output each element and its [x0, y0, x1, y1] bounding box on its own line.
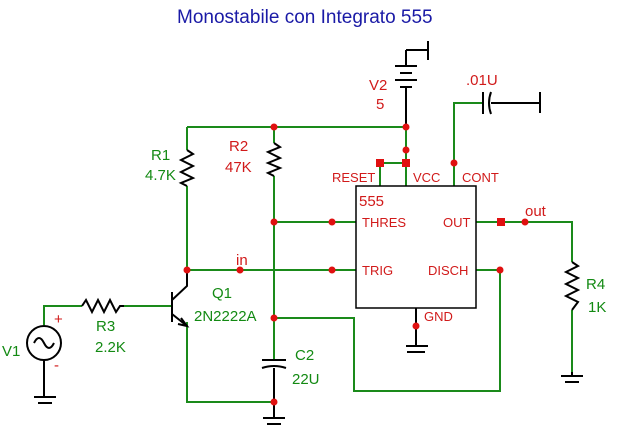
cont-cap-value: .01U [466, 72, 498, 89]
v2-battery [395, 65, 417, 95]
pin-out-label: OUT [443, 215, 471, 230]
net-out-label: out [525, 203, 547, 220]
c2-value: 22U [292, 371, 320, 388]
r2-ref: R2 [229, 138, 248, 155]
v2-ref: V2 [369, 77, 387, 94]
junction-nodes [183, 123, 410, 406]
r3-value: 2.2K [95, 339, 126, 356]
r3-ref: R3 [96, 318, 115, 335]
r1-resistor [178, 149, 196, 187]
r3-resistor [81, 297, 124, 315]
v1-minus-sign: - [54, 357, 59, 374]
pin-vcc-label: VCC [413, 170, 440, 185]
ic-555-body [355, 185, 477, 309]
schematic-title: Monostabile con Integrato 555 [177, 7, 433, 28]
pin-markers [328, 146, 529, 330]
c2-ref: C2 [295, 347, 314, 364]
pin-thres-label: THRES [362, 215, 406, 230]
q1-transistor [171, 270, 190, 328]
ic-555-name: 555 [359, 193, 384, 210]
q1-ref: Q1 [212, 285, 232, 302]
c2-capacitor [261, 359, 287, 402]
pin-disch-label: DISCH [428, 263, 468, 278]
pin-trig-label: TRIG [362, 263, 393, 278]
r4-value: 1K [588, 299, 606, 316]
ground-symbols [34, 345, 583, 425]
pin-reset-label: RESET [332, 170, 375, 185]
r4-ref: R4 [586, 276, 605, 293]
v2-value: 5 [376, 96, 384, 113]
r2-value: 47K [225, 159, 252, 176]
r1-ref: R1 [151, 147, 170, 164]
v1-ref: V1 [2, 343, 20, 360]
r1-value: 4.7K [145, 167, 176, 184]
v1-sine-source [26, 325, 62, 361]
cont-capacitor [482, 91, 495, 115]
v1-plus-sign: + [54, 311, 63, 328]
q1-value: 2N2222A [194, 308, 257, 325]
pin-cont-label: CONT [462, 170, 499, 185]
pin-gnd-label: GND [424, 309, 453, 324]
r2-resistor [265, 142, 283, 177]
net-in-label: in [236, 252, 248, 269]
r4-resistor [563, 261, 581, 311]
